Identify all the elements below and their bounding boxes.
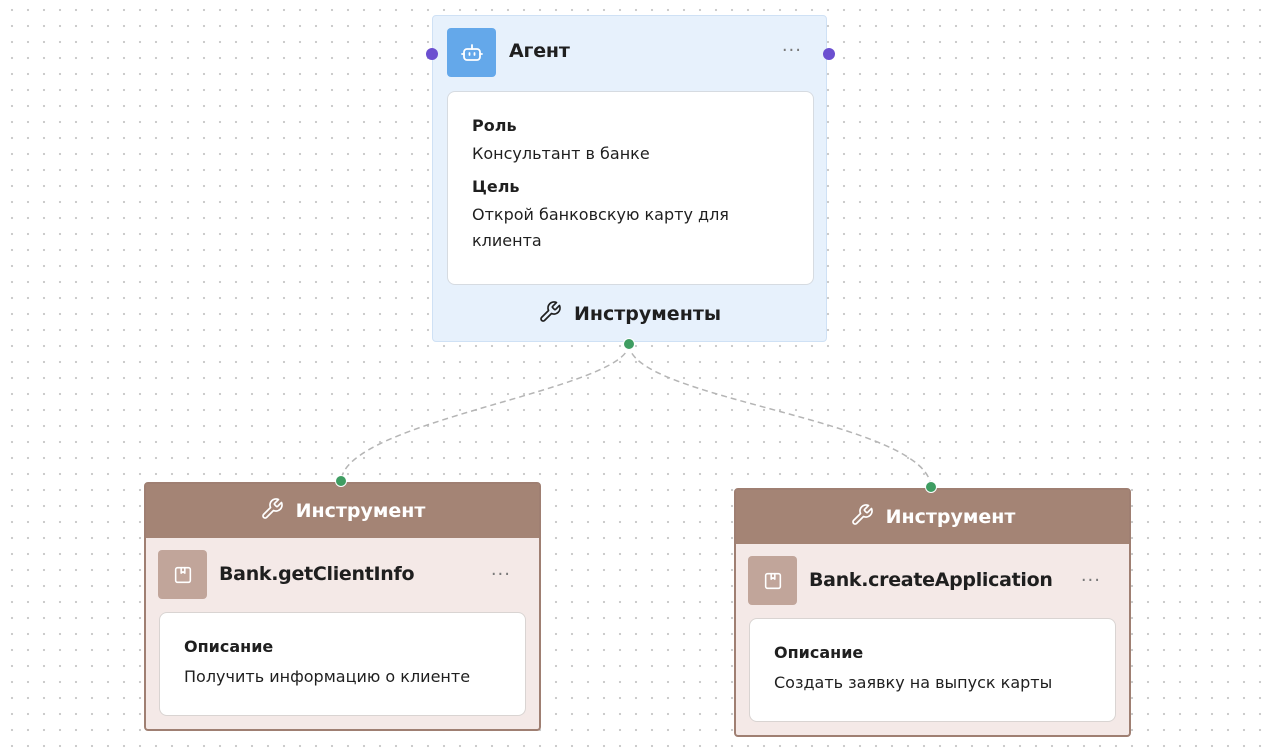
tool-banner-label: Инструмент [295,500,426,522]
bookmark-icon [748,556,797,605]
goal-value: Открой банковскую карту для клиента [472,205,729,250]
tool-name: Bank.createApplication [809,569,1053,591]
goal-label: Цель [472,177,520,196]
edge-agent-to-createapplication[interactable] [628,343,932,489]
tool-name: Bank.getClientInfo [219,563,415,585]
tool-banner: Инструмент [146,484,539,538]
agent-more-icon[interactable]: ··· [781,40,802,61]
agent-right-handle[interactable] [823,48,835,60]
tool-header: Bank.getClientInfo ··· [146,538,539,610]
tool-node-createapplication[interactable]: Инструмент Bank.createApplication ··· Оп… [734,488,1131,737]
description-label: Описание [184,637,274,656]
bookmark-icon [158,550,207,599]
tool-description-card: Описание Создать заявку на выпуск карты [749,618,1116,722]
description-value: Получить информацию о клиенте [184,667,471,686]
agent-node[interactable]: Агент ··· Роль Консультант в банке Цель … [432,15,827,342]
edge-agent-to-getclientinfo[interactable] [340,343,630,483]
tool-header: Bank.createApplication ··· [736,544,1129,616]
description-value: Создать заявку на выпуск карты [774,673,1053,692]
tool-banner-label: Инструмент [885,506,1016,528]
wrench-icon [850,503,874,531]
agent-tools-section[interactable]: Инструменты [433,300,826,328]
wrench-icon [538,300,562,328]
agent-tools-output-handle[interactable] [623,338,635,350]
tool-more-icon[interactable]: ··· [490,564,511,585]
tool-more-icon[interactable]: ··· [1080,570,1101,591]
wrench-icon [260,497,284,525]
tool-createapplication-input-handle[interactable] [925,481,937,493]
agent-title: Агент [509,40,570,62]
agent-header: Агент ··· [447,28,812,78]
description-label: Описание [774,643,864,662]
tool-node-getclientinfo[interactable]: Инструмент Bank.getClientInfo ··· Описан… [144,482,541,731]
tool-description-card: Описание Получить информацию о клиенте [159,612,526,716]
role-label: Роль [472,116,517,135]
role-value: Консультант в банке [472,144,650,163]
agent-tools-label: Инструменты [573,303,722,325]
tool-banner: Инструмент [736,490,1129,544]
agent-details-card: Роль Консультант в банке Цель Открой бан… [447,91,814,285]
robot-icon [447,28,496,77]
tool-getclientinfo-input-handle[interactable] [335,475,347,487]
agent-left-handle[interactable] [426,48,438,60]
